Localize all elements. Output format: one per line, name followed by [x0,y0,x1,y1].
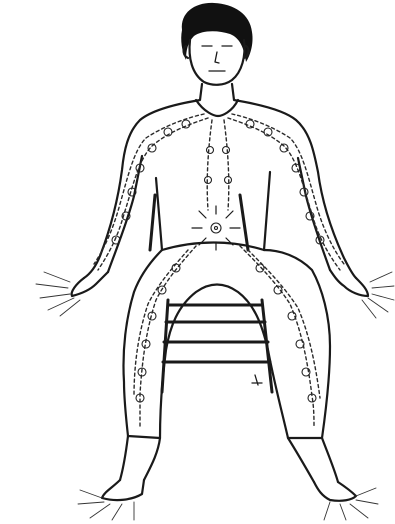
meridian-channels-icon [94,114,344,428]
foot-qi-icon [78,488,378,520]
chair-icon [150,195,272,392]
torso-icon [72,84,368,296]
legs-icon [102,243,356,501]
head-icon [181,3,252,85]
hand-qi-icon [36,272,394,318]
